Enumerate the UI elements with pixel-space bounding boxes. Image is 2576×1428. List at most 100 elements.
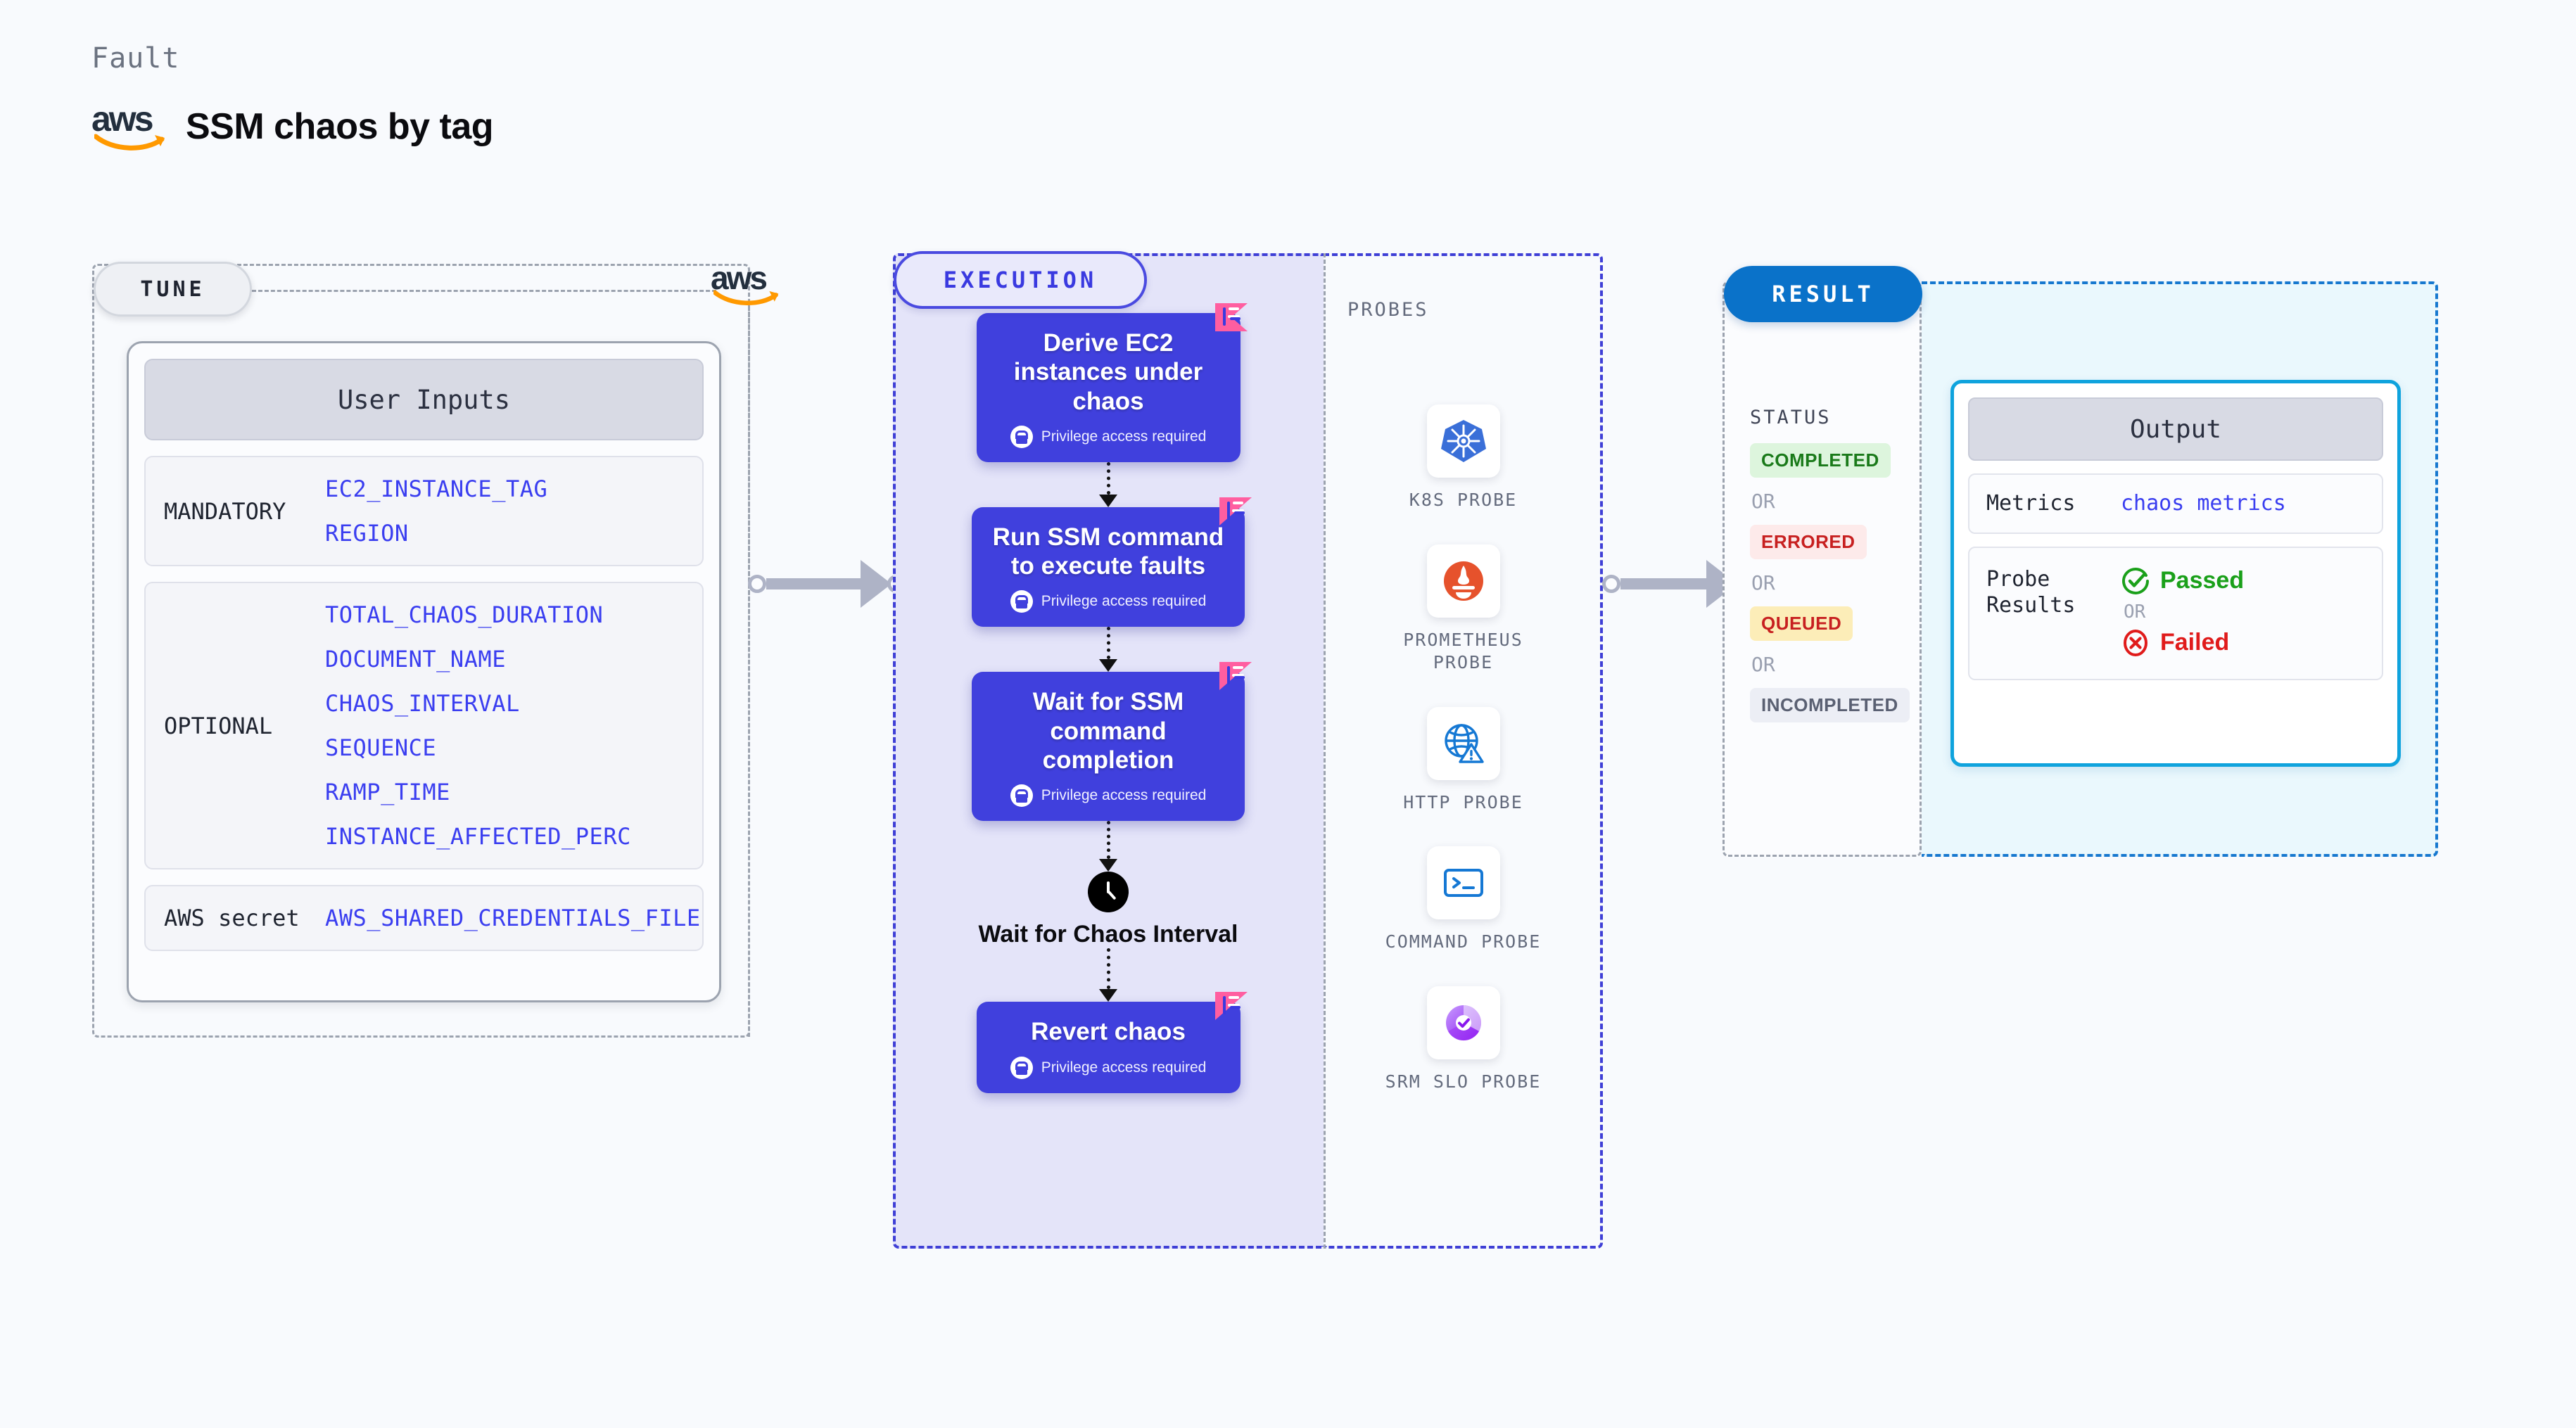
metrics-key: Metrics bbox=[1986, 491, 2076, 516]
page-header: Fault aws SSM chaos by tag bbox=[91, 42, 494, 152]
passed-label: Passed bbox=[2160, 567, 2245, 594]
flow-arrow bbox=[893, 821, 1324, 872]
probe-label: PROMETHEUS PROBE bbox=[1403, 629, 1523, 673]
harness-badge-icon bbox=[1214, 303, 1248, 331]
probe-result-failed: Failed bbox=[2121, 628, 2244, 658]
param-group-aws-secret: AWS secret AWS_SHARED_CREDENTIALS_FILE bbox=[144, 885, 704, 951]
output-header: Output bbox=[1968, 397, 2383, 461]
probe-result-passed: Passed bbox=[2121, 566, 2244, 596]
page-title: SSM chaos by tag bbox=[186, 106, 494, 147]
probe-item-k8s[interactable]: K8S PROBE bbox=[1372, 404, 1555, 512]
param-sequence[interactable]: SEQUENCE bbox=[325, 734, 437, 761]
node-privilege-note: Privilege access required bbox=[991, 425, 1226, 448]
node-title: Wait for Chaos Interval bbox=[978, 921, 1238, 948]
prometheus-icon bbox=[1426, 544, 1500, 618]
flow-arrow bbox=[893, 948, 1324, 1002]
check-circle-icon bbox=[2122, 567, 2149, 594]
execution-pill-label: EXECUTION bbox=[943, 267, 1098, 293]
probe-label: SRM SLO PROBE bbox=[1385, 1071, 1542, 1092]
title-row: aws SSM chaos by tag bbox=[91, 99, 494, 152]
node-title: Run SSM command to execute faults bbox=[992, 523, 1224, 580]
lock-icon bbox=[1010, 590, 1033, 613]
status-list: COMPLETED OR ERRORED OR QUEUED OR INCOMP… bbox=[1750, 443, 1910, 722]
or-separator: OR bbox=[1751, 653, 1775, 676]
node-privilege-note: Privilege access required bbox=[991, 1056, 1226, 1079]
flow-arrow bbox=[893, 461, 1324, 507]
param-list: EC2_INSTANCE_TAG REGION bbox=[325, 476, 547, 547]
connector-tune-to-execution bbox=[748, 560, 906, 608]
aws-smile-icon bbox=[713, 290, 779, 305]
privilege-label: Privilege access required bbox=[1041, 787, 1207, 804]
aws-logo: aws bbox=[711, 260, 788, 312]
param-list: TOTAL_CHAOS_DURATION DOCUMENT_NAME CHAOS… bbox=[325, 601, 631, 850]
srm-slo-icon bbox=[1426, 986, 1500, 1059]
status-section-label: STATUS bbox=[1750, 407, 1832, 428]
privilege-label: Privilege access required bbox=[1041, 428, 1207, 445]
param-ec2-instance-tag[interactable]: EC2_INSTANCE_TAG bbox=[325, 476, 548, 502]
result-pill-label: RESULT bbox=[1772, 281, 1874, 307]
param-region[interactable]: REGION bbox=[325, 520, 409, 547]
param-ramp-time[interactable]: RAMP_TIME bbox=[325, 779, 450, 805]
execution-flow: Derive EC2 instances under chaos Privile… bbox=[893, 303, 1324, 1093]
probe-item-srm-slo[interactable]: SRM SLO PROBE bbox=[1372, 986, 1555, 1094]
globe-warning-icon bbox=[1426, 706, 1500, 780]
lock-icon bbox=[1010, 425, 1033, 448]
status-badge-queued: QUEUED bbox=[1750, 606, 1853, 641]
tune-pill-label: TUNE bbox=[140, 276, 205, 302]
probe-results-values: Passed OR Failed bbox=[2121, 566, 2244, 658]
probe-item-command[interactable]: COMMAND PROBE bbox=[1372, 846, 1555, 954]
probe-item-prometheus[interactable]: PROMETHEUS PROBE bbox=[1372, 544, 1555, 675]
aws-smile-icon bbox=[94, 134, 165, 151]
tune-aws-connector bbox=[252, 290, 716, 292]
node-title: Wait for SSM command completion bbox=[1032, 688, 1184, 774]
metrics-value[interactable]: chaos metrics bbox=[2121, 491, 2286, 516]
result-pill[interactable]: RESULT bbox=[1724, 266, 1922, 322]
param-total-chaos-duration[interactable]: TOTAL_CHAOS_DURATION bbox=[325, 601, 604, 628]
node-derive-ec2-instances[interactable]: Derive EC2 instances under chaos Privile… bbox=[976, 303, 1248, 462]
user-inputs-header: User Inputs bbox=[144, 359, 704, 440]
param-group-kind: AWS secret bbox=[164, 905, 300, 931]
node-run-ssm-command[interactable]: Run SSM command to execute faults Privil… bbox=[972, 497, 1252, 627]
lock-icon bbox=[1010, 1056, 1033, 1079]
param-group-mandatory: MANDATORY EC2_INSTANCE_TAG REGION bbox=[144, 456, 704, 566]
connector-dot bbox=[748, 575, 766, 593]
node-revert-chaos[interactable]: Revert chaos Privilege access required bbox=[976, 992, 1248, 1093]
lock-icon bbox=[1010, 784, 1033, 808]
param-group-kind: MANDATORY bbox=[164, 497, 286, 525]
failed-label: Failed bbox=[2160, 629, 2230, 656]
execution-pill[interactable]: EXECUTION bbox=[894, 251, 1147, 309]
connector-dot bbox=[1602, 575, 1620, 593]
or-separator: OR bbox=[1751, 490, 1775, 513]
param-document-name[interactable]: DOCUMENT_NAME bbox=[325, 646, 506, 672]
param-list: AWS_SHARED_CREDENTIALS_FILE bbox=[325, 905, 701, 931]
node-wait-ssm-completion[interactable]: Wait for SSM command completion Privileg… bbox=[972, 662, 1252, 822]
probe-item-http[interactable]: HTTP PROBE bbox=[1372, 706, 1555, 815]
status-badge-completed: COMPLETED bbox=[1750, 443, 1891, 478]
probes-list: K8S PROBE PROMETHEUS PROBE bbox=[1324, 404, 1603, 1093]
param-instance-affected-perc[interactable]: INSTANCE_AFFECTED_PERC bbox=[325, 823, 631, 850]
param-group-kind: OPTIONAL bbox=[164, 712, 273, 739]
node-wait-for-chaos-interval[interactable]: Wait for Chaos Interval bbox=[893, 872, 1324, 948]
harness-badge-icon bbox=[1214, 992, 1248, 1021]
status-badge-incompleted: INCOMPLETED bbox=[1750, 688, 1910, 722]
param-aws-shared-credentials-file[interactable]: AWS_SHARED_CREDENTIALS_FILE bbox=[325, 905, 701, 931]
connector-bar bbox=[1620, 578, 1706, 589]
probes-section-label: PROBES bbox=[1347, 299, 1429, 321]
param-group-optional: OPTIONAL TOTAL_CHAOS_DURATION DOCUMENT_N… bbox=[144, 582, 704, 869]
node-title: Revert chaos bbox=[1031, 1018, 1186, 1046]
or-separator: OR bbox=[2124, 601, 2146, 623]
status-badge-errored: ERRORED bbox=[1750, 525, 1867, 559]
param-chaos-interval[interactable]: CHAOS_INTERVAL bbox=[325, 690, 520, 717]
fault-kicker: Fault bbox=[91, 42, 180, 75]
node-privilege-note: Privilege access required bbox=[986, 590, 1231, 613]
terminal-icon bbox=[1426, 846, 1500, 919]
aws-logo: aws bbox=[91, 99, 170, 152]
x-circle-icon bbox=[2124, 629, 2147, 656]
user-inputs-card: User Inputs MANDATORY EC2_INSTANCE_TAG R… bbox=[127, 341, 721, 1002]
connector-bar bbox=[766, 578, 861, 589]
probes-divider bbox=[1324, 253, 1326, 1249]
tune-pill[interactable]: TUNE bbox=[94, 262, 252, 317]
